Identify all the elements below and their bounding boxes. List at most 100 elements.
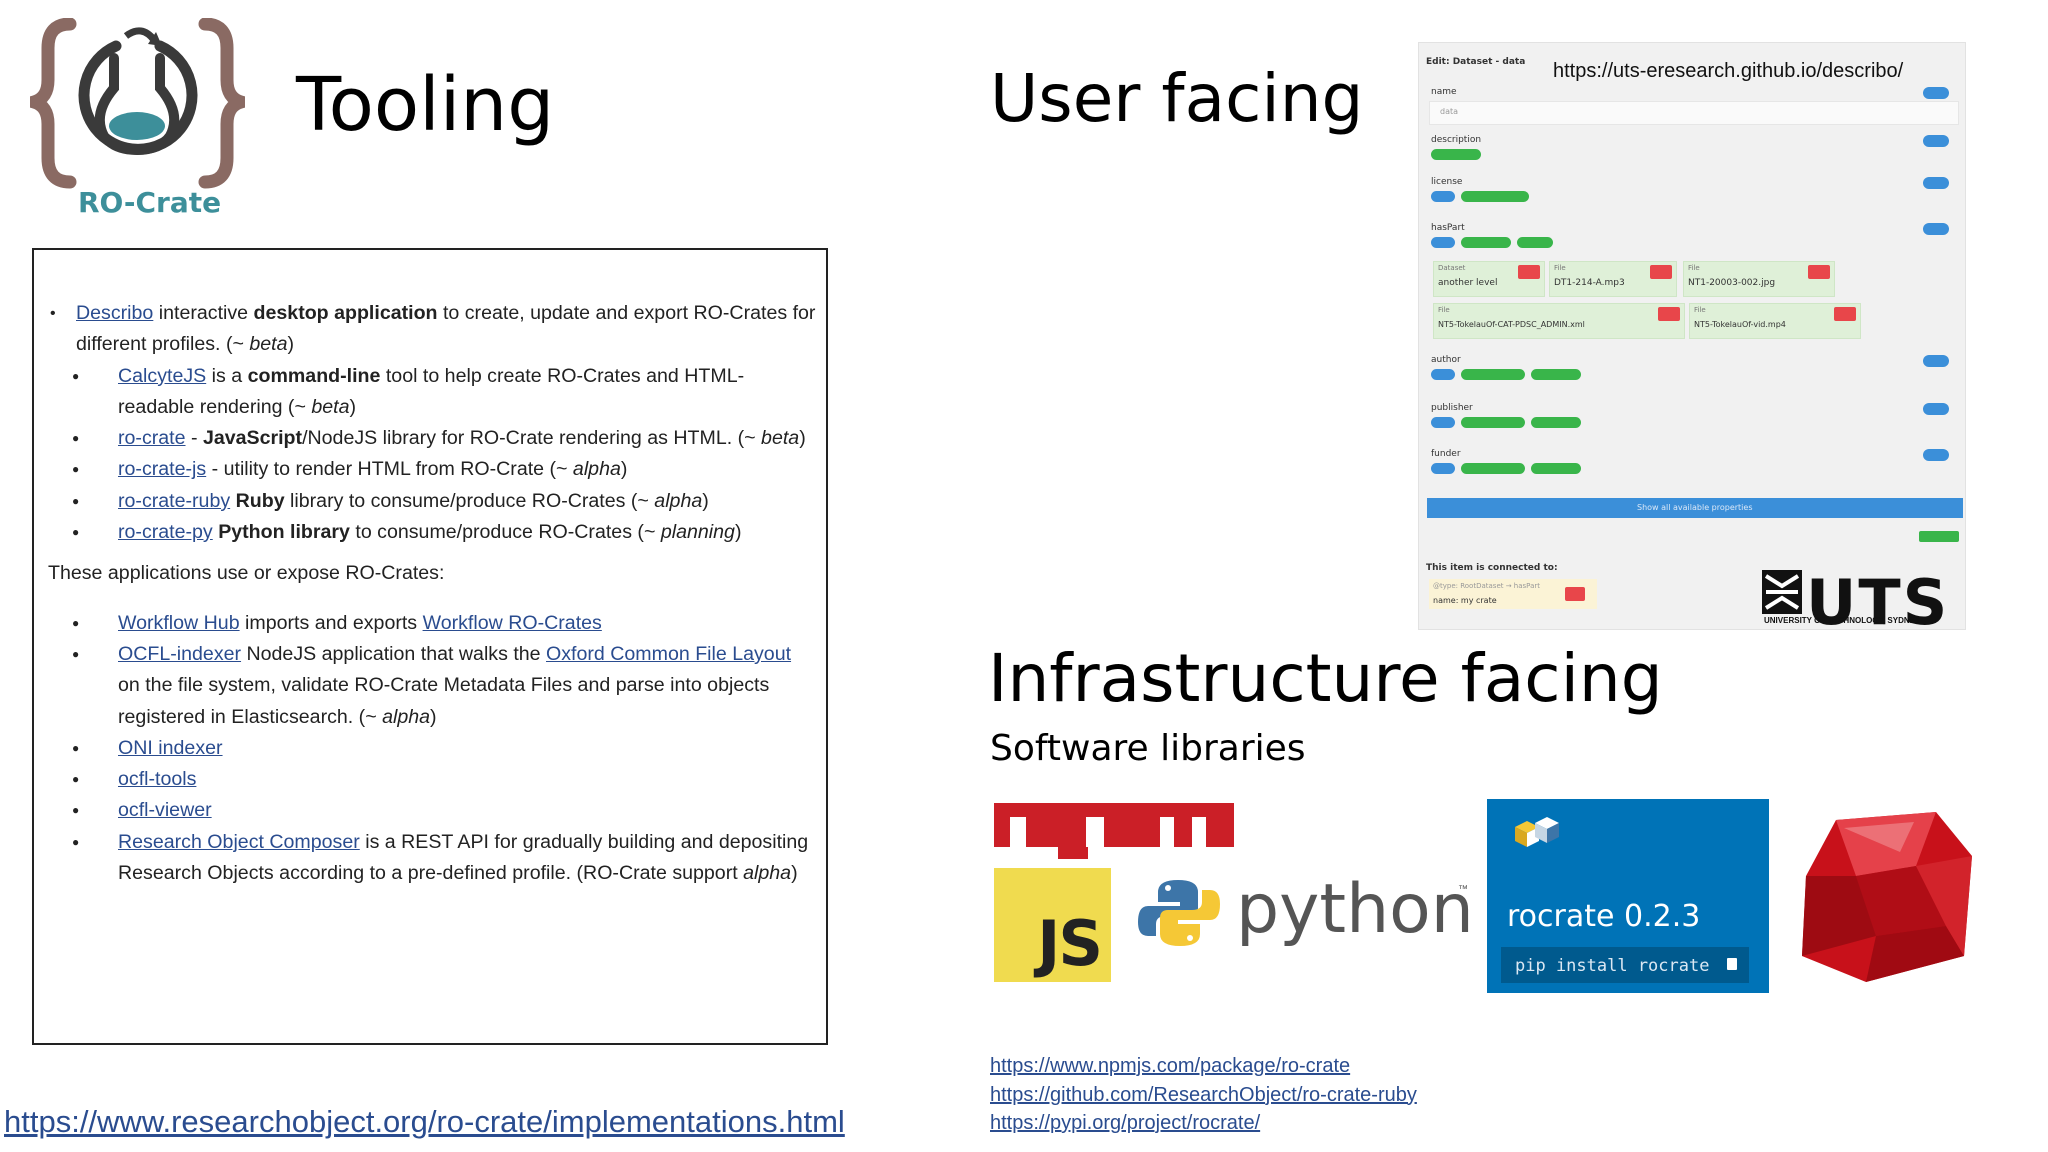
card-type: Dataset	[1438, 264, 1466, 272]
npm-text: npm	[1000, 808, 1001, 809]
add-button	[1461, 237, 1511, 248]
delete-icon	[1834, 307, 1856, 321]
save-button	[1919, 531, 1959, 542]
describo-link[interactable]: Describo	[76, 302, 154, 324]
ro-crate-link[interactable]: ro-crate	[118, 427, 186, 450]
card-type: File	[1694, 306, 1706, 314]
add-button	[1461, 369, 1525, 380]
list-item: CalcyteJS is a command-line tool to help…	[48, 361, 818, 424]
ocfl-tools-link[interactable]: ocfl-tools	[118, 768, 197, 791]
item-italic-text: beta	[761, 427, 800, 450]
ruby-repo-link[interactable]: https://github.com/ResearchObject/ro-cra…	[990, 1083, 1417, 1106]
publisher-label: publisher	[1431, 403, 1473, 413]
help-icon	[1923, 177, 1949, 189]
connected-line: name: my crate	[1433, 596, 1497, 605]
copy-icon[interactable]	[1727, 958, 1737, 970]
item-bold-text: Ruby	[235, 489, 285, 512]
item-text: )	[620, 458, 628, 481]
item-italic-text: alpha	[743, 862, 792, 885]
add-button	[1461, 191, 1529, 202]
delete-icon	[1658, 307, 1680, 321]
item-text: interactive	[153, 302, 254, 324]
item-text: is a REST API for gradually building and…	[118, 830, 809, 885]
funder-label: funder	[1431, 449, 1461, 459]
description-label: description	[1431, 135, 1482, 145]
list-item: ro-crate-ruby Ruby library to consume/pr…	[48, 486, 818, 518]
item-text: is a	[206, 364, 248, 387]
infrastructure-facing-heading: Infrastructure facing	[988, 640, 1663, 717]
help-icon	[1923, 135, 1949, 147]
pypi-project-link[interactable]: https://pypi.org/project/rocrate/	[990, 1112, 1261, 1134]
list-item: ro-crate-js - utility to render HTML fro…	[48, 454, 818, 486]
software-libraries-subheading: Software libraries	[990, 728, 1306, 769]
add-button	[1531, 369, 1581, 380]
item-text: )	[702, 489, 709, 512]
ro-crate-ruby-link[interactable]: ro-crate-ruby	[118, 489, 231, 512]
item-text: on the file system, validate RO-Crate Me…	[118, 674, 770, 728]
item-text: /NodeJS library for RO-Crate rendering a…	[302, 427, 762, 450]
list-item: OCFL-indexer NodeJS application that wal…	[48, 639, 818, 733]
name-field: data	[1429, 101, 1959, 125]
item-text: -	[185, 427, 203, 450]
card-name: NT1-20003-002.jpg	[1688, 278, 1776, 288]
item-text: )	[287, 333, 295, 356]
python-logo-text: python	[1236, 870, 1474, 949]
item-bold-text: Python library	[218, 521, 350, 544]
uts-subtitle: UNIVERSITY OF TECHNOLOGY, SYDNEY	[1764, 616, 1921, 625]
library-links: https://www.npmjs.com/package/ro-crate h…	[990, 1052, 1417, 1138]
ocfl-viewer-link[interactable]: ocfl-viewer	[118, 799, 212, 822]
list-item: Workflow Hub imports and exports Workflo…	[48, 608, 818, 640]
research-object-composer-link[interactable]: Research Object Composer	[118, 830, 360, 853]
delete-icon	[1650, 265, 1672, 279]
ocfl-indexer-link[interactable]: OCFL-indexer	[118, 642, 242, 665]
ro-crate-py-link[interactable]: ro-crate-py	[118, 521, 213, 544]
uts-emblem-icon	[1762, 570, 1802, 614]
haspart-label: hasPart	[1431, 223, 1465, 233]
add-button	[1531, 463, 1581, 474]
npm-package-link[interactable]: https://www.npmjs.com/package/ro-crate	[990, 1055, 1351, 1077]
list-item: ONI indexer	[48, 733, 818, 765]
implementations-page-link: https://www.researchobject.org/ro-crate/…	[4, 1104, 845, 1140]
oxford-common-file-layout-link[interactable]: Oxford Common File Layout	[546, 642, 792, 665]
help-icon	[1923, 449, 1949, 461]
item-text: - utility to render HTML from RO-Crate (…	[206, 458, 573, 481]
delete-icon	[1518, 265, 1540, 279]
show-all-properties-bar: Show all available properties	[1427, 498, 1963, 518]
card-name: DT1-214-A.mp3	[1554, 278, 1625, 288]
oni-indexer-link[interactable]: ONI indexer	[118, 736, 223, 759]
item-text: )	[791, 862, 798, 885]
card-name: NT5-TokelauOf-vid.mp4	[1694, 320, 1786, 329]
workflow-hub-link[interactable]: Workflow Hub	[118, 611, 240, 634]
describo-url[interactable]: https://uts-eresearch.github.io/describo…	[1553, 60, 1904, 82]
javascript-logo-icon: JS	[994, 868, 1111, 982]
edit-button	[1431, 369, 1455, 380]
item-italic-text: beta	[311, 395, 350, 418]
list-item: ocfl-viewer	[48, 795, 818, 827]
list-item: ocfl-tools	[48, 764, 818, 796]
item-text: NodeJS application that walks the	[241, 642, 547, 665]
item-text: )	[734, 521, 742, 544]
ro-crate-logo-text: RO-Crate	[78, 186, 222, 219]
item-italic-text: beta	[249, 333, 288, 356]
add-button	[1461, 417, 1525, 428]
help-icon	[1923, 403, 1949, 415]
item-text: tool to help create RO-Crates and HTML-r…	[118, 364, 745, 418]
name-label: name	[1431, 87, 1457, 97]
list-item: ro-crate-py Python library to consume/pr…	[48, 517, 818, 549]
implementations-link[interactable]: https://www.researchobject.org/ro-crate/…	[4, 1104, 845, 1139]
tooling-list: Describo interactive desktop application…	[48, 298, 818, 889]
list-item: ro-crate - JavaScript/NodeJS library for…	[48, 423, 818, 455]
ro-crate-js-link[interactable]: ro-crate-js	[118, 458, 207, 481]
edit-button	[1431, 191, 1455, 202]
edit-button	[1431, 463, 1455, 474]
calcytejs-link[interactable]: CalcyteJS	[118, 364, 207, 387]
workflow-ro-crates-link[interactable]: Workflow RO-Crates	[422, 611, 602, 634]
item-text: )	[349, 395, 357, 418]
add-button	[1517, 237, 1553, 248]
edit-dataset-label: Edit: Dataset - data	[1426, 57, 1526, 67]
uts-logo-text: UTS	[1806, 566, 1950, 639]
